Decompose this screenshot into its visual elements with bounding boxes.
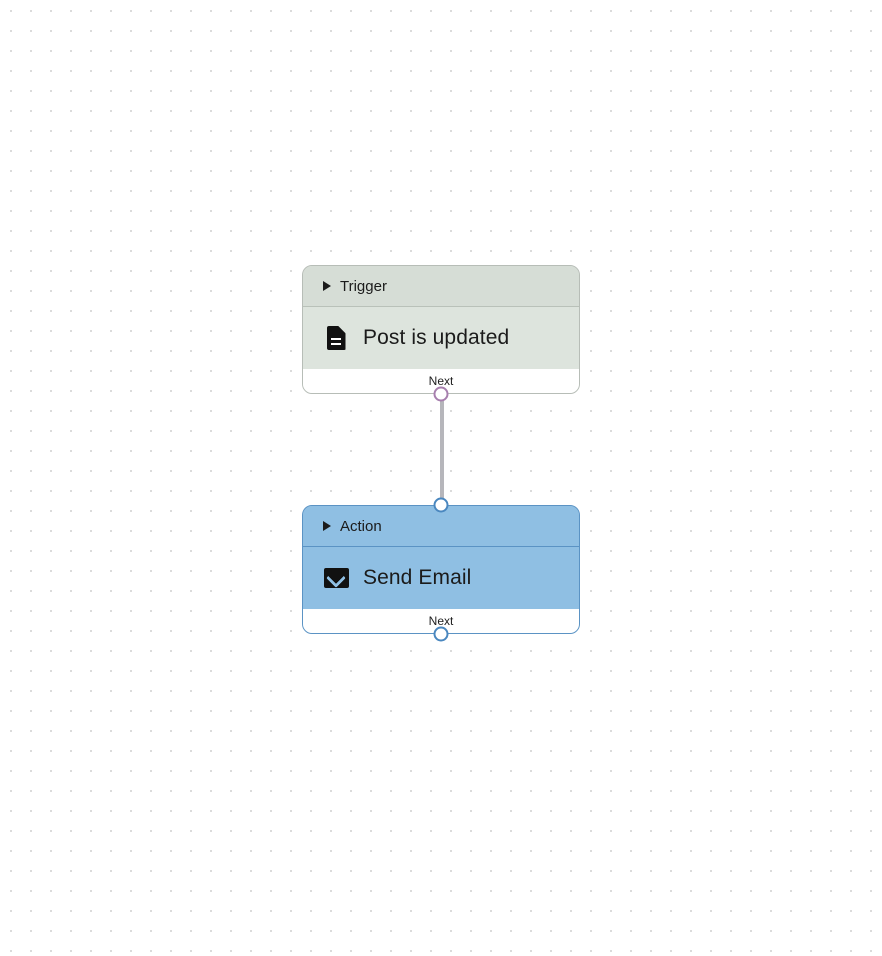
node-action-output-port[interactable] <box>433 626 449 642</box>
node-trigger-next-label: Next <box>428 374 454 388</box>
document-icon <box>323 325 349 351</box>
node-trigger-header[interactable]: Trigger <box>303 266 579 307</box>
node-trigger-frame: Trigger Post is updated Next <box>302 265 580 394</box>
chevron-right-icon[interactable] <box>323 281 331 291</box>
node-trigger-output-port[interactable] <box>433 386 449 402</box>
edge-trigger-to-action[interactable] <box>440 396 444 505</box>
chevron-right-icon[interactable] <box>323 521 331 531</box>
node-action-title: Send Email <box>363 566 472 589</box>
node-action-body[interactable]: Send Email <box>303 547 579 609</box>
node-trigger-title: Post is updated <box>363 326 510 349</box>
node-trigger-body[interactable]: Post is updated <box>303 307 579 369</box>
node-trigger[interactable]: Trigger Post is updated Next <box>302 265 580 402</box>
node-action[interactable]: Action Send Email Next <box>302 497 580 642</box>
node-action-next-label: Next <box>428 614 454 628</box>
node-action-frame: Action Send Email Next <box>302 505 580 634</box>
node-action-input-port[interactable] <box>433 497 449 513</box>
envelope-icon <box>323 565 349 591</box>
node-trigger-kind-label: Trigger <box>340 277 387 295</box>
node-action-kind-label: Action <box>340 517 382 535</box>
node-action-header[interactable]: Action <box>303 506 579 547</box>
